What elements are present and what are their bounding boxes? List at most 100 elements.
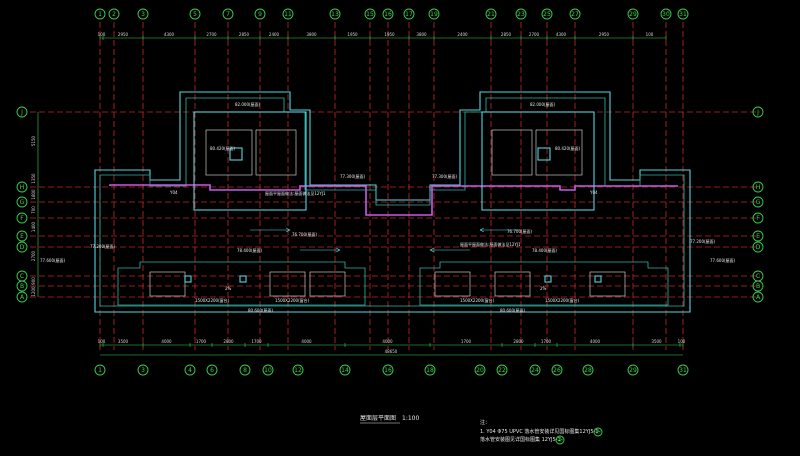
top-axis-23-label: 23 [517,11,525,18]
right-axis-A-label: A [756,294,761,301]
top-dim-value: 2950 [599,32,610,37]
left-axis-D-label: D [20,244,25,251]
top-axis-2 [108,8,120,20]
top-dim-value: 4300 [164,32,175,37]
left-dim-value: 2700 [31,250,36,261]
window-label-3: 1500X2200(窗台) [460,297,495,303]
slope-arrow-4 [429,247,470,253]
lift-room-right [491,129,533,176]
right-axis-G-label: G [756,199,761,206]
right-axis-J-label: J [756,109,759,116]
note-line-1: 1. Y04 Φ75 UPVC 落水管安装详见国标图集12YJ5-1- [480,428,600,435]
slope-arrow-1 [250,227,291,233]
bottom-axis-14 [339,364,351,376]
top-axis-19 [428,8,440,20]
elev-stair-mid-right: 80.420(屋面) [555,145,581,151]
top-dim-value: 1950 [384,32,395,37]
top-axis-25 [541,8,553,20]
top-axis-31-label: 31 [679,11,687,18]
left-axis-H-label: H [20,184,25,191]
bottom-axis-22 [496,364,508,376]
top-dim-value: 3800 [306,32,317,37]
bay-room-6 [589,271,626,297]
drawing-title: 屋面层平面图 [360,415,396,422]
left-dim-value: 1200 [31,286,36,297]
top-axis-21-label: 21 [487,11,495,18]
bottom-axis-1 [94,364,106,376]
bottom-axis-4 [184,364,196,376]
bottom-axis-4-label: 4 [188,367,192,374]
top-axis-11-label: 11 [284,11,292,18]
bottom-axis-1-label: 1 [98,367,102,374]
bottom-axis-18 [424,364,436,376]
drain-box-1 [184,275,192,283]
top-dim-value: 2950 [118,32,129,37]
hatch-left [229,147,243,161]
elev-edge-right: 77.600(屋面) [710,257,736,263]
top-dim-value: 2700 [206,32,217,37]
bottom-axis-26-label: 26 [553,367,561,374]
top-dim-value: 100 [98,32,106,37]
roof-note-left: 屋面平屋面做法:屋面做法见12YJ1 [265,190,326,196]
notes-heading: 注： [480,419,490,426]
top-dim-value: 4300 [556,32,567,37]
right-axis-E-label: E [756,233,760,240]
top-axis-13-label: 13 [331,11,339,18]
right-axis-B [752,280,764,292]
right-axis-B-label: B [756,283,760,290]
elev-roof-left: 77.200(屋面) [90,243,116,249]
building-outline [94,91,691,313]
top-axis-1 [94,8,106,20]
top-dim-value: 1950 [347,32,358,37]
right-axis-H-label: H [756,184,761,191]
note-line-2: 落水管安装图见详国标图集 12YJ5-1- [480,436,563,443]
bottom-axis-29-label: 29 [629,367,637,374]
left-dim-value: 1400 [31,221,36,232]
elev-bay-right: 78.400(屋面) [532,247,558,253]
bay-room-2 [269,271,306,297]
bottom-dim-value: 1700 [461,339,472,344]
stair-room-right [535,129,583,176]
right-axis-J [752,106,764,118]
top-axis-23 [515,8,527,20]
left-dim-value: 5150 [31,135,36,146]
left-axis-J [16,106,28,118]
elev-bay-left: 78.400(屋面) [237,247,263,253]
bottom-axis-12 [292,364,304,376]
bottom-axis-31-label: 31 [679,367,687,374]
left-axis-F-label: F [20,215,24,222]
slope-left: 2% [225,286,232,291]
title-block: 屋面层平面图 1:100 注： 1. Y04 Φ75 UPVC 落水管安装详见国… [360,415,603,445]
bottom-axis-16 [382,364,394,376]
left-axis-A-label: A [20,294,25,301]
top-axis-17-label: 17 [405,11,413,18]
slope-arrow-2 [479,227,520,233]
right-axis-A [752,291,764,303]
right-axis-H [752,181,764,193]
detail-symbol-b [555,435,565,445]
bottom-axis-6-label: 6 [210,367,214,374]
top-axis-5-label: 5 [193,11,197,18]
bottom-axis-10 [262,364,274,376]
top-axis-7-label: 7 [226,11,230,18]
window-label-1: 1500X2200(窗台) [195,297,230,303]
bay-room-3 [309,271,346,297]
bottom-dim-value: 3500 [118,339,129,344]
top-axis-30 [660,8,672,20]
bottom-axis-22-label: 22 [498,367,506,374]
bay-room-1 [149,271,186,297]
bay-room-5 [494,271,531,297]
bottom-axis-20 [474,364,486,376]
hatch-right [537,147,551,161]
elev-edge-left: 77.600(屋面) [40,257,66,263]
bottom-axis-14-label: 14 [341,367,349,374]
bottom-axis-10-label: 10 [264,367,272,374]
drawing-scale: 1:100 [402,415,419,422]
elev-stair-mid-left: 80.420(屋面) [210,145,236,151]
bottom-dim-value: 4000 [382,339,393,344]
top-axis-29 [627,8,639,20]
top-axis-15-label: 15 [366,11,374,18]
left-dim-value: 900 [31,277,36,285]
stair-tower-left [193,111,307,211]
